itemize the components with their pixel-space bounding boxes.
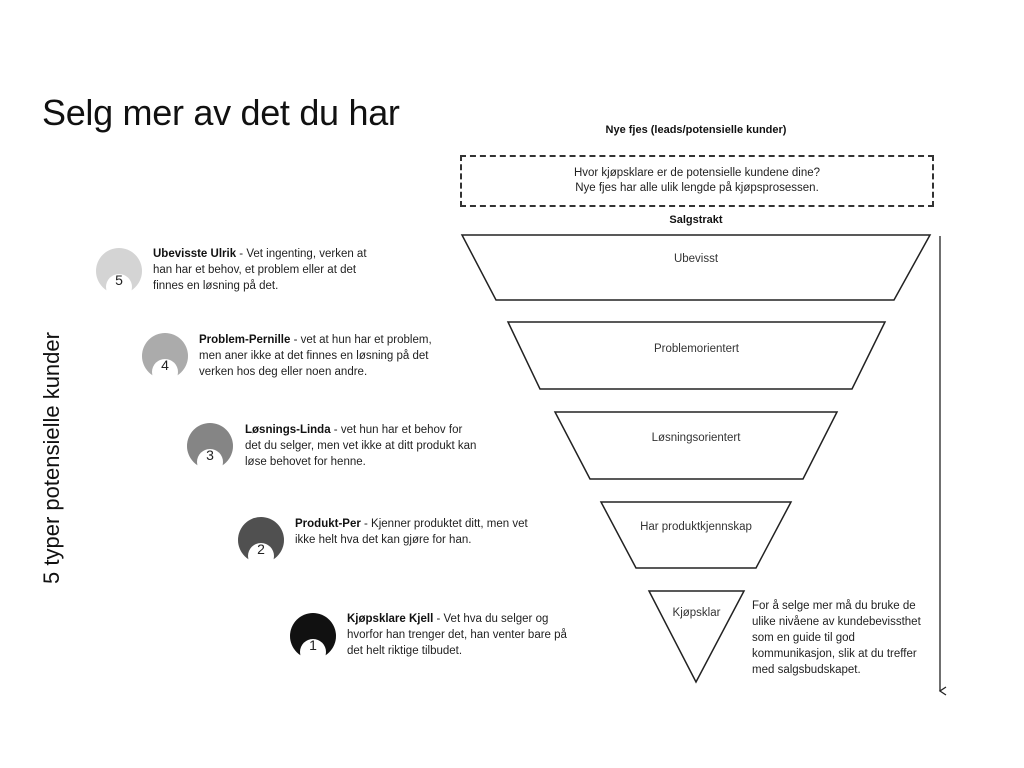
funnel-stage-4-shape	[599, 501, 793, 569]
persona-name: Ubevisste Ulrik	[153, 248, 237, 260]
persona-description: Ubevisste Ulrik - Vet ingenting, verken …	[153, 246, 388, 294]
funnel-stage-label: Har produktkjennskap	[640, 521, 752, 533]
persona-description: Kjøpsklare Kjell - Vet hva du selger og …	[347, 611, 582, 659]
persona-avatar-icon: 2	[236, 516, 286, 566]
question-box: Hvor kjøpsklare er de potensielle kunden…	[460, 155, 934, 207]
persona-desc: - vet hun har et behov for det du selger…	[245, 424, 477, 468]
persona-number: 4	[161, 357, 169, 373]
persona-name: Kjøpsklare Kjell	[347, 613, 434, 625]
question-line-2: Nye fjes har alle ulik lengde på kjøpspr…	[575, 182, 819, 194]
persona-name: Problem-Pernille	[199, 334, 291, 346]
persona-avatar-icon: 1	[288, 612, 338, 662]
persona-desc: - Kjenner produktet ditt, men vet ikke h…	[295, 518, 528, 546]
persona-number: 5	[115, 272, 123, 288]
persona-number: 3	[206, 447, 214, 463]
persona-desc: - Vet ingenting, verken at han har et be…	[153, 248, 367, 292]
funnel-stage-label: Problemorientert	[653, 343, 739, 355]
funnel-note: For å selge mer må du bruke de ulike niv…	[752, 600, 921, 676]
persona-avatar-icon: 3	[185, 422, 235, 472]
question-line-1: Hvor kjøpsklare er de potensielle kunden…	[573, 167, 821, 179]
funnel-stage-5-shape	[647, 590, 746, 684]
funnel-stage-1-shape	[460, 234, 932, 301]
persona-avatar-icon: 5	[94, 247, 144, 297]
persona-description: Produkt-Per - Kjenner produktet ditt, me…	[295, 516, 530, 548]
persona-name: Produkt-Per	[295, 518, 361, 530]
persona-avatar-icon: 4	[140, 332, 190, 382]
persona-number: 1	[309, 637, 317, 653]
persona-desc: - Vet hva du selger og hvorfor han treng…	[347, 613, 567, 657]
persona-name: Løsnings-Linda	[245, 424, 331, 436]
funnel-stage-2-shape	[506, 321, 887, 390]
persona-desc: - vet at hun har et problem, men aner ik…	[199, 334, 432, 378]
funnel-stage-label: Kjøpsklar	[672, 607, 721, 619]
leads-header: Nye fjes (leads/potensielle kunder)	[605, 124, 787, 136]
funnel-header: Salgstrakt	[669, 214, 723, 226]
funnel-stage-label: Løsningsorientert	[651, 432, 741, 444]
page-title: Selg mer av det du har	[42, 92, 400, 133]
persona-description: Løsnings-Linda - vet hun har et behov fo…	[245, 422, 480, 470]
persona-description: Problem-Pernille - vet at hun har et pro…	[199, 332, 434, 380]
persona-number: 2	[257, 541, 265, 557]
funnel-stage-label: Ubevisst	[673, 253, 719, 265]
funnel-stage-3-shape	[553, 411, 839, 480]
